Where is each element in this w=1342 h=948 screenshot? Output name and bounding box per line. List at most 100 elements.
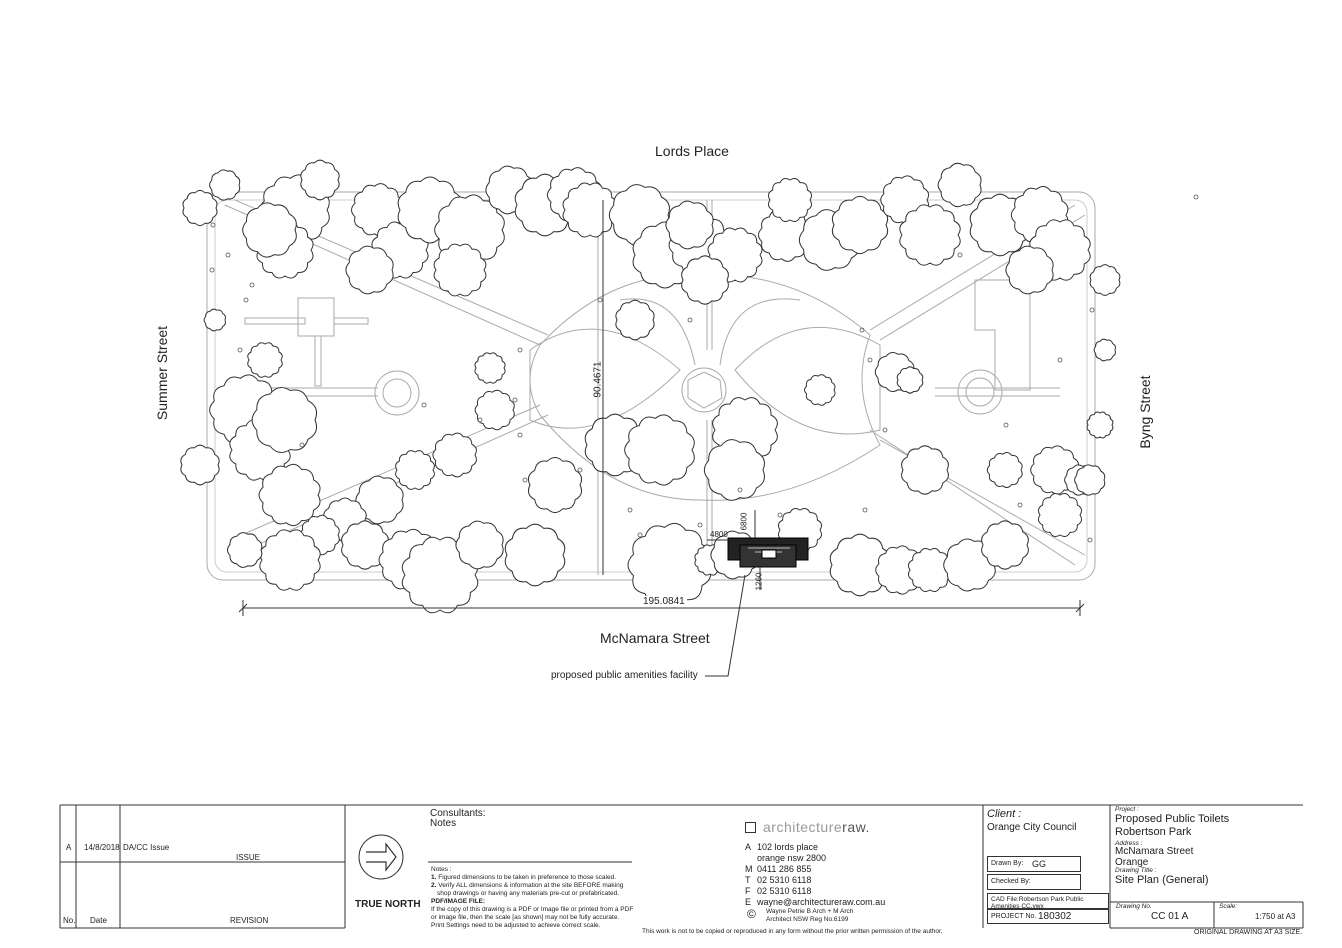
notes-heading: Notes : [431, 866, 452, 873]
checked-by-box: Checked By: [987, 874, 1081, 890]
site-marker-dot [737, 487, 743, 493]
notes-block: Notes : 1. Figured dimensions to be take… [431, 866, 651, 930]
site-marker-dot [421, 402, 427, 408]
firm-name-light: architecture [763, 819, 843, 835]
original-size-note: ORIGINAL DRAWING AT A3 SIZE. [1194, 929, 1303, 936]
scale-label: Scale: [1219, 903, 1238, 910]
tree-canopy [703, 439, 765, 501]
north-arrow-circle [358, 834, 404, 880]
west-roundabout [374, 370, 420, 416]
column-revision: REVISION [230, 916, 269, 925]
north-arrow [366, 842, 397, 872]
tree-canopy [899, 204, 961, 266]
site-marker-dot [1193, 194, 1199, 200]
tree-canopy [681, 255, 729, 305]
site-marker-dot [512, 397, 518, 403]
cad-label: CAD File: [991, 896, 1019, 903]
site-marker-dot [517, 432, 523, 438]
site-marker-dot [627, 507, 633, 513]
drawn-by: GG [1032, 859, 1047, 869]
street-north: Lords Place [655, 143, 729, 159]
central-rotunda [681, 367, 727, 413]
site-marker-dot [249, 282, 255, 288]
site-marker-dot [882, 427, 888, 433]
copyright-icon: © [747, 907, 756, 921]
note-1-number: 1. [431, 874, 437, 881]
tree-canopy [829, 533, 891, 597]
tree-canopy [203, 308, 226, 332]
firm-address-2: orange nsw 2800 [757, 853, 827, 863]
m-key: M [745, 864, 753, 874]
site-marker-dot [577, 467, 583, 473]
tree-canopy [1093, 338, 1116, 362]
tree-canopy [615, 299, 655, 341]
tree-canopy [432, 432, 477, 478]
tree-canopy [627, 522, 712, 608]
tree-canopy [180, 444, 220, 486]
pdf-line-1: If the copy of this drawing is a PDF or … [431, 906, 634, 913]
site-marker-dot [477, 417, 483, 423]
site-marker-dot [225, 252, 231, 258]
drawing-no-label: Drawing No. [1116, 903, 1152, 910]
pdf-line-2: or image file, then the scale [as shown]… [431, 914, 620, 921]
tree-canopy [455, 520, 504, 570]
project-label: Project : [1115, 806, 1139, 813]
trees [180, 159, 1121, 614]
site-marker-dot [859, 327, 865, 333]
firm-name: architectureraw. [763, 819, 870, 835]
cad-file: CAD File:Robertson Park Public Amenities… [991, 896, 1108, 909]
tree-canopy [527, 457, 583, 514]
east-roundabout [957, 369, 1003, 415]
drawing-title: Site Plan (General) [1115, 874, 1209, 886]
tree-canopy [896, 366, 924, 394]
drawing-no: CC 01 A [1151, 911, 1189, 922]
tree-canopy [831, 195, 889, 255]
site-marker-dot [597, 297, 603, 303]
firm-logo-square-icon [745, 822, 756, 833]
pdf-line-3: Print Settings need to be adjusted to ac… [431, 922, 601, 929]
client-label: Client : [987, 808, 1022, 820]
scale: 1:750 at A3 [1255, 912, 1296, 921]
firm-telephone: 02 5310 6118 [757, 875, 812, 885]
firm-credit: Wayne Petrie B Arch + M Arch Architect N… [766, 908, 853, 924]
tree-canopy [504, 523, 566, 587]
project-line-1: Proposed Public Toilets [1115, 813, 1230, 825]
amenities-building [727, 537, 809, 568]
tree-canopy [1037, 492, 1083, 538]
street-south: McNamara Street [600, 630, 710, 646]
addr-key: A [745, 842, 752, 852]
firm-name-dark: raw. [842, 819, 870, 835]
tree-canopy [182, 189, 218, 227]
site-marker-dot [1017, 502, 1023, 508]
revision-rev: A [66, 843, 72, 852]
firm-address-1: 102 lords place [757, 842, 819, 852]
project-no-label: PROJECT No. [991, 913, 1037, 920]
column-no: No. [63, 916, 76, 925]
project-no-box: PROJECT No. 180302 [987, 909, 1109, 924]
cad-filename: Robertson Park Public Amenities CC.vwx [991, 896, 1084, 909]
site-marker-dot [777, 512, 783, 518]
tree-canopy [1089, 264, 1121, 296]
f-key: F [745, 886, 751, 896]
site-marker-dot [687, 317, 693, 323]
site-marker-dot [862, 507, 868, 513]
tree-canopy [624, 414, 695, 486]
checked-by-label: Checked By: [991, 878, 1031, 885]
drawing-title-label: Drawing Title : [1115, 867, 1157, 874]
tree-canopy [937, 162, 982, 208]
tree-canopy [767, 177, 813, 223]
callout-leader [705, 574, 746, 677]
tree-canopy [355, 475, 404, 525]
tree-canopy [1086, 411, 1114, 439]
tree-canopy [242, 202, 297, 258]
issue-label: ISSUE [236, 853, 261, 862]
dimension-4800: 4800 [710, 530, 728, 539]
site-marker-dot [243, 297, 249, 303]
drawn-by-box: Drawn By: GG [987, 856, 1081, 872]
true-north-label: TRUE NORTH [355, 899, 421, 910]
tree-canopy [474, 389, 515, 431]
tree-canopy [395, 450, 435, 490]
firm-credit-2: Architect NSW Reg No.6199 [766, 916, 849, 923]
site-marker-dot [637, 532, 643, 538]
project-line-2: Robertson Park [1115, 826, 1192, 838]
